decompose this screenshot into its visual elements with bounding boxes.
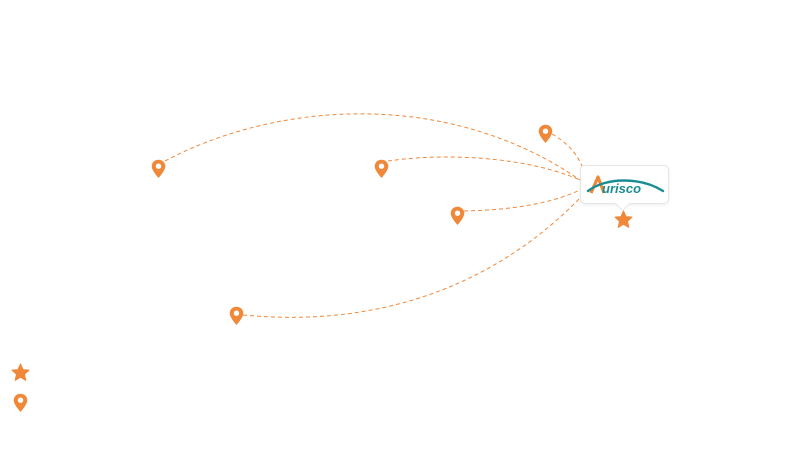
map-pin-icon[interactable] (229, 306, 244, 325)
connection-line-2 (387, 156, 581, 181)
star-marker-icon[interactable] (614, 210, 633, 228)
map-pin-icon (13, 393, 28, 412)
hub-logo-card[interactable]: urisco (580, 165, 669, 204)
aurisco-logo: urisco (586, 175, 665, 196)
map-pin-icon[interactable] (538, 124, 553, 143)
connection-line-4 (463, 189, 581, 212)
star-marker-icon (11, 363, 30, 381)
connection-line-1 (164, 113, 581, 181)
logo-wordmark: urisco (602, 181, 641, 196)
connection-line-5 (242, 197, 581, 318)
connection-line-3 (551, 133, 583, 167)
map-pin-icon[interactable] (151, 159, 166, 178)
legend (11, 363, 30, 412)
map-pin-icon[interactable] (374, 159, 389, 178)
map-pin-icon[interactable] (450, 206, 465, 225)
